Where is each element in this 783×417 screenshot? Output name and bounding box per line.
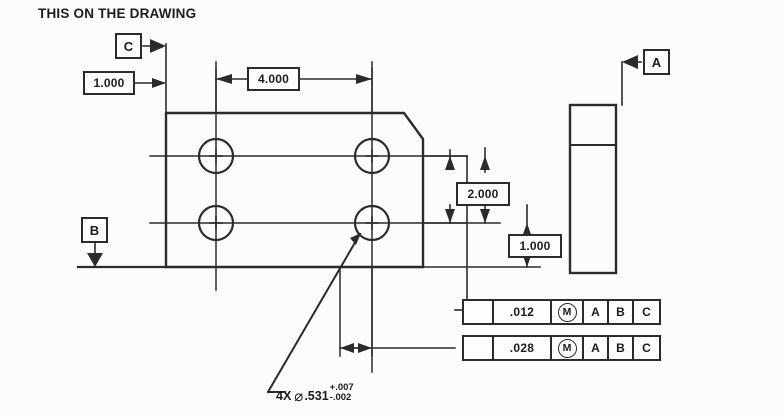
dimension-value-hole-spacing[interactable]: 4.000 — [247, 67, 300, 91]
datum-ref-cell-c: C — [642, 305, 651, 319]
part-outline — [164, 111, 425, 269]
hole-tolerance-stack: +.007 -.002 — [330, 383, 354, 403]
tolerance-value-cell: .012 — [494, 301, 552, 323]
dimension-value-left-width[interactable]: 1.000 — [83, 71, 135, 95]
datum-ref-cell-b: B — [609, 337, 634, 359]
dim-left-arrow — [152, 78, 166, 88]
mmc-icon: M — [557, 338, 577, 358]
datum-feature-symbol-a[interactable]: A — [643, 49, 670, 75]
feature-control-frame-primary[interactable]: .012 M A B C — [462, 299, 661, 325]
page-title: THIS ON THE DRAWING — [38, 6, 197, 21]
dim-2000-inner-arrow-top — [445, 156, 455, 170]
hole-bottom-left — [197, 204, 235, 242]
dim-2000-arrow-bottom — [480, 209, 490, 223]
dim-2000-inner-arrow-bottom — [445, 209, 455, 223]
datum-ref-cell-b: B — [609, 301, 634, 323]
dim-bottom-arrow-left — [340, 343, 354, 353]
tolerance-upper: +.007 — [329, 382, 354, 393]
tolerance-value-cell: .028 — [494, 337, 552, 359]
hole-nominal-size: .531 — [304, 388, 329, 403]
tolerance-lower: -.002 — [329, 391, 352, 403]
hole-callout-arrowhead — [350, 233, 361, 245]
dimension-value-lower-vertical[interactable]: 1.000 — [508, 234, 562, 258]
datum-c-triangle — [150, 39, 166, 53]
mmc-icon: M — [557, 302, 577, 322]
dim-2000-arrow-top — [480, 156, 490, 170]
hole-top-right — [353, 137, 391, 175]
position-symbol-cell — [464, 301, 494, 323]
datum-b-triangle — [87, 253, 103, 267]
position-symbol-cell — [464, 337, 494, 359]
dim-4000-arrow-left — [216, 74, 232, 84]
feature-control-frame-secondary[interactable]: .028 M A B C — [462, 335, 661, 361]
datum-ref-cell-a: A — [584, 337, 609, 359]
hole-quantity: 4X — [276, 388, 292, 403]
mmc-modifier-cell: M — [552, 301, 584, 323]
datum-ref-cell-c: C — [642, 341, 651, 355]
mmc-modifier-cell: M — [552, 337, 584, 359]
datum-ref-cell-a: A — [584, 301, 609, 323]
dim-1000-arrow-top — [522, 223, 532, 237]
diameter-symbol-icon: ⌀ — [294, 387, 304, 405]
hole-bottom-right — [353, 204, 391, 242]
hole-top-left — [197, 137, 235, 175]
side-view-outline — [568, 103, 618, 275]
dim-bottom-arrow-right — [358, 343, 372, 353]
hole-size-callout: 4X ⌀ .531 +.007 -.002 — [276, 383, 354, 406]
datum-a-triangle — [622, 55, 638, 69]
dim-4000-arrow-right — [356, 74, 372, 84]
datum-feature-symbol-c[interactable]: C — [115, 33, 142, 59]
datum-feature-symbol-b[interactable]: B — [81, 217, 108, 243]
dimension-value-upper-vertical[interactable]: 2.000 — [456, 182, 510, 206]
hole-callout-leader — [266, 232, 362, 394]
